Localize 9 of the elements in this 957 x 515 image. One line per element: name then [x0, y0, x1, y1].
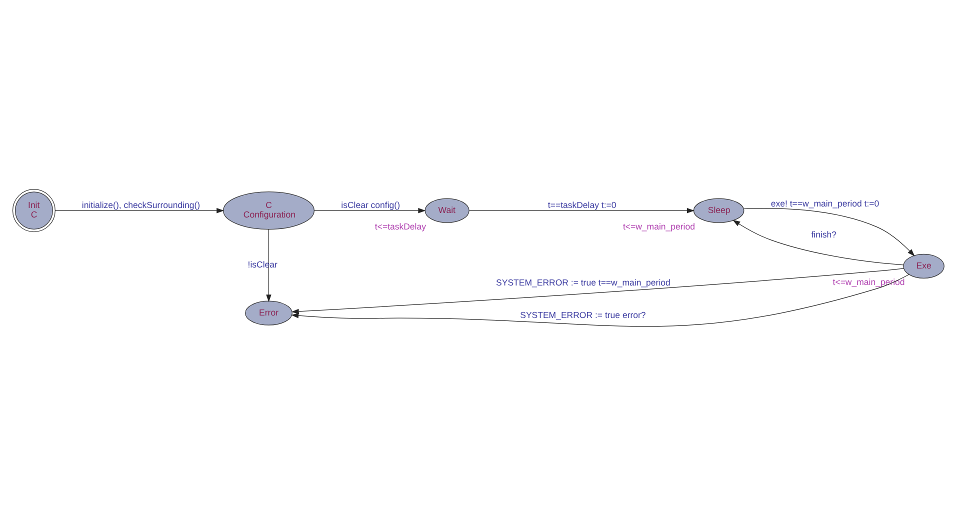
node-label: t<=taskDelay — [374, 221, 426, 232]
edge-label: exe! t==w_main_period t:=0 — [770, 198, 880, 208]
node-label: t<=w_main_period — [622, 221, 695, 232]
edge-label: finish? — [811, 229, 837, 240]
edge-label: t==taskDelay t:=0 — [548, 200, 616, 210]
edge-label: SYSTEM_ERROR := true error? — [520, 310, 646, 320]
edge-label: SYSTEM_ERROR := true t==w_main_period — [496, 277, 670, 288]
edge-label: isClear config() — [341, 200, 400, 210]
edge-label: initialize(), checkSurrounding() — [82, 200, 200, 210]
